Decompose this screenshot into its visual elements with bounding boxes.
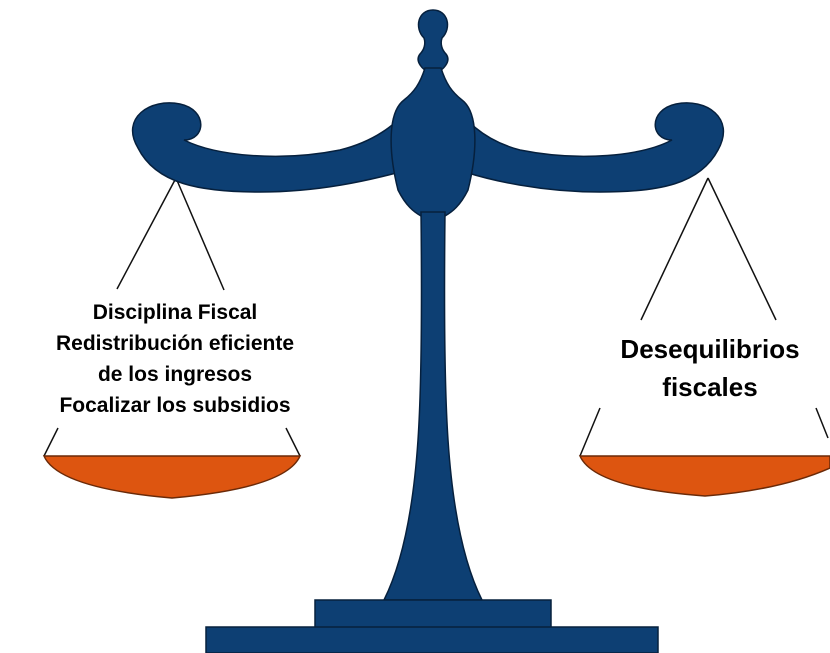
- scale-pillar: [382, 211, 484, 601]
- scale-finial: [417, 9, 449, 73]
- right-pan-label: Desequilibrios fiscales: [590, 330, 830, 406]
- left-pan-label: Disciplina Fiscal Redistribución eficien…: [0, 297, 350, 421]
- right-pan-strings: [579, 177, 829, 457]
- right-pan: [578, 455, 830, 497]
- left-pan-line-3: de los ingresos: [97, 363, 253, 386]
- scale-upper-column: [390, 67, 476, 217]
- scale-base-top: [314, 599, 552, 631]
- left-pan-line-1: Disciplina Fiscal: [92, 301, 258, 324]
- right-pan-line-1: Desequilibrios: [620, 334, 800, 364]
- scale-body: [131, 9, 725, 653]
- left-pan-line-2: Redistribución eficiente: [55, 332, 295, 355]
- left-pan-strings: [43, 177, 301, 457]
- left-pan: [42, 455, 302, 499]
- left-pan-line-4: Focalizar los subsidios: [59, 394, 291, 417]
- scale-base-bottom: [205, 626, 659, 653]
- right-pan-line-2: fiscales: [662, 372, 758, 402]
